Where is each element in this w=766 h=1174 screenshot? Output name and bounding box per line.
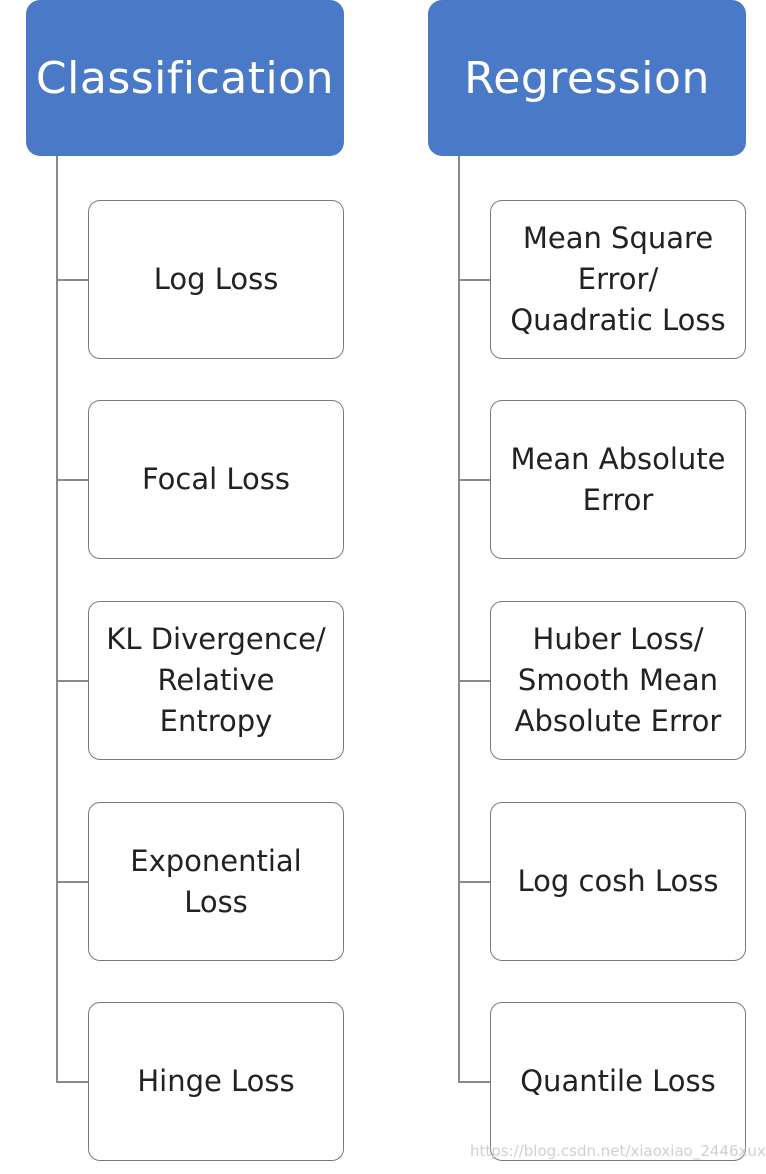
connector-line (56, 479, 90, 481)
connector-line (56, 680, 90, 682)
regression-item-mean-square-error: Mean Square Error/ Quadratic Loss (490, 200, 746, 359)
regression-tree-line (458, 156, 460, 1082)
connector-line (458, 881, 492, 883)
regression-item-mean-absolute-error: Mean Absolute Error (490, 400, 746, 559)
regression-item-quantile-loss: Quantile Loss (490, 1002, 746, 1161)
classification-item-log-loss: Log Loss (88, 200, 344, 359)
classification-item-exponential-loss: Exponential Loss (88, 802, 344, 961)
regression-item-log-cosh-loss: Log cosh Loss (490, 802, 746, 961)
connector-line (56, 1081, 90, 1083)
classification-column: Classification Log Loss Focal Loss KL Di… (26, 0, 356, 1174)
connector-line (56, 881, 90, 883)
connector-line (458, 279, 492, 281)
classification-item-hinge-loss: Hinge Loss (88, 1002, 344, 1161)
regression-item-huber-loss: Huber Loss/ Smooth Mean Absolute Error (490, 601, 746, 760)
classification-header: Classification (26, 0, 344, 156)
connector-line (458, 1081, 492, 1083)
regression-column: Regression Mean Square Error/ Quadratic … (428, 0, 758, 1174)
watermark-text: https://blog.csdn.net/xiaoxiao_2446xuxu (470, 1142, 766, 1160)
regression-header: Regression (428, 0, 746, 156)
connector-line (56, 279, 90, 281)
connector-line (458, 479, 492, 481)
classification-item-focal-loss: Focal Loss (88, 400, 344, 559)
connector-line (458, 680, 492, 682)
classification-tree-line (56, 156, 58, 1082)
classification-item-kl-divergence: KL Divergence/ Relative Entropy (88, 601, 344, 760)
